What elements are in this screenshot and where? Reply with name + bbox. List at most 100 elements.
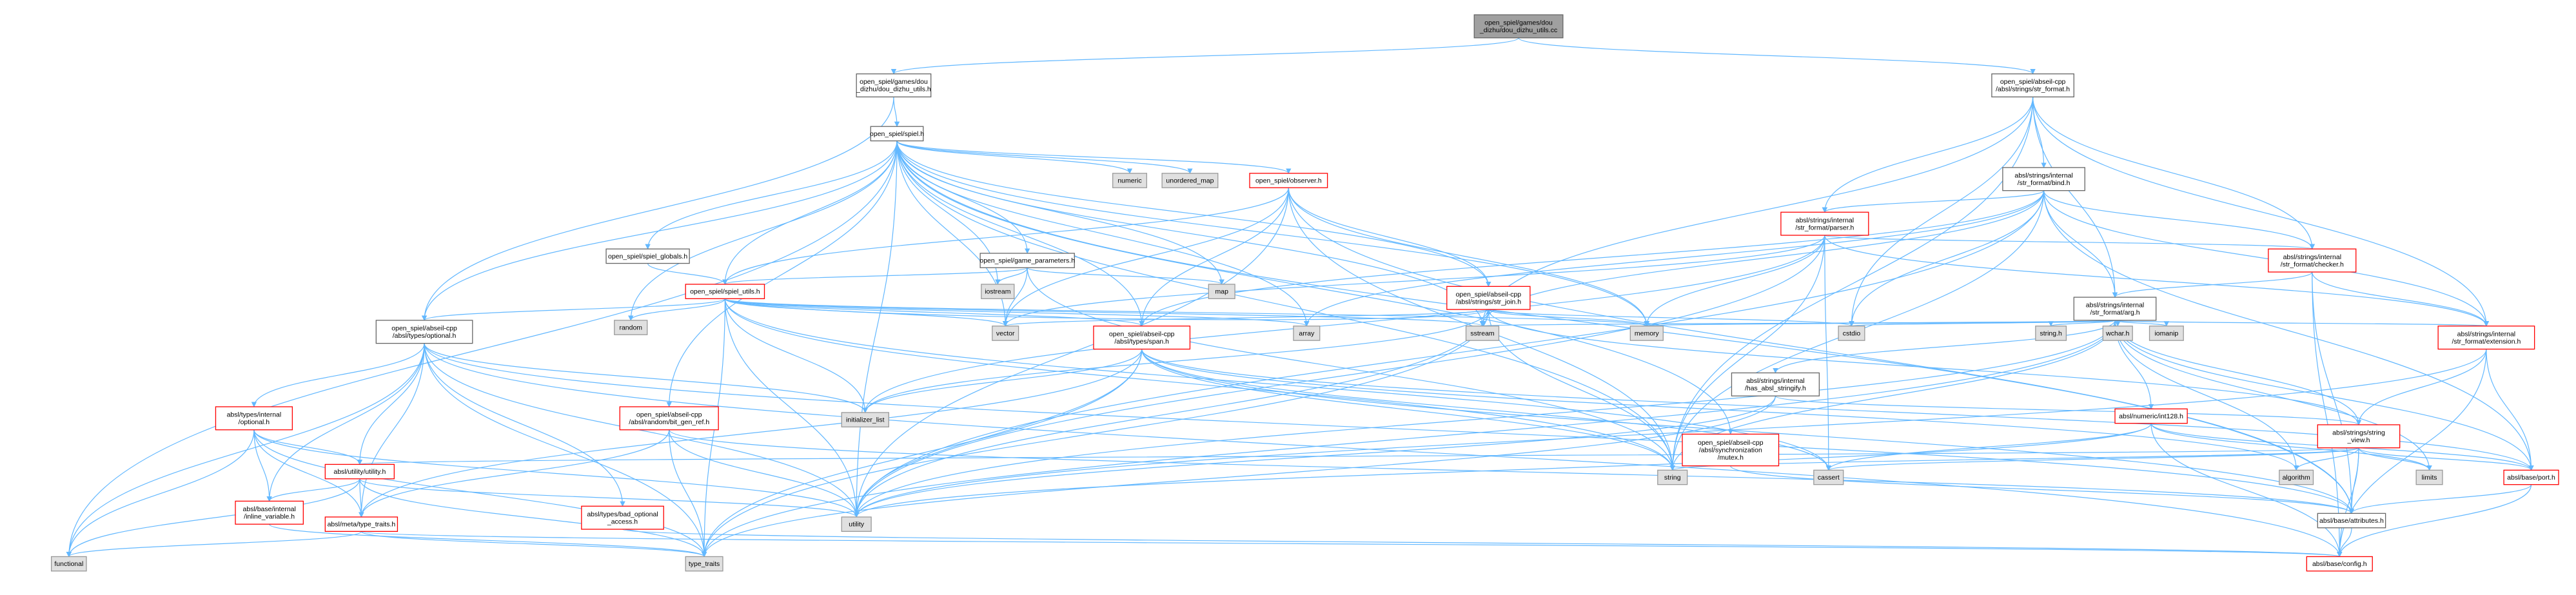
node-random[interactable]: random bbox=[614, 320, 648, 335]
node-arg-h[interactable]: absl/strings/internal/str_format/arg.h bbox=[2073, 297, 2157, 321]
node-cstdio[interactable]: cstdio bbox=[1838, 326, 1865, 341]
node-wchar-h[interactable]: wchar.h bbox=[2102, 326, 2133, 341]
node-label-line: sstream bbox=[1470, 329, 1495, 337]
edge-observer_h-to-attributes_h bbox=[1288, 188, 2355, 514]
node-mutex-h[interactable]: open_spiel/abseil-cpp/absl/synchronizati… bbox=[1682, 433, 1780, 467]
node-label-line: open_spiel/games/dou bbox=[1484, 19, 1553, 27]
node-functional[interactable]: functional bbox=[50, 556, 87, 572]
node-string-h[interactable]: string.h bbox=[2035, 326, 2067, 341]
nodes-layer: open_spiel/games/dou_dizhu/dou_dizhu_uti… bbox=[50, 14, 2559, 572]
edge-spiel_h-to-spiel_globals bbox=[645, 141, 898, 250]
node-spiel-globals[interactable]: open_spiel/spiel_globals.h bbox=[605, 248, 690, 264]
node-box bbox=[2114, 408, 2188, 424]
node-label-line: unordered_map bbox=[1166, 177, 1214, 185]
node-box bbox=[1465, 326, 1500, 341]
node-sstream[interactable]: sstream bbox=[1465, 326, 1500, 341]
node-unordered-map[interactable]: unordered_map bbox=[1161, 173, 1219, 188]
node-string[interactable]: string bbox=[1657, 469, 1688, 485]
node-array[interactable]: array bbox=[1293, 326, 1321, 341]
node-box bbox=[324, 463, 395, 480]
node-label-line: algorithm bbox=[2283, 474, 2310, 482]
edge-spiel_h-to-array bbox=[896, 141, 1310, 327]
node-label-line: /inline_variable.h bbox=[244, 513, 295, 521]
edge-root-to-ddu_h bbox=[891, 37, 1519, 75]
edge-parser_h-to-cassert bbox=[1824, 235, 1832, 471]
node-optional-h[interactable]: open_spiel/abseil-cpp/absl/types/optiona… bbox=[375, 320, 473, 344]
node-inline-variable[interactable]: absl/base/internal/inline_variable.h bbox=[235, 500, 304, 525]
node-bad-optional-access[interactable]: absl/types/bad_optional_access.h bbox=[581, 505, 664, 530]
node-root[interactable]: open_spiel/games/dou_dizhu/dou_dizhu_uti… bbox=[1473, 14, 1564, 39]
edge-spiel_h-to-string bbox=[896, 141, 1675, 471]
node-ddu-h[interactable]: open_spiel/games/dou_dizhu/dou_dizhu_uti… bbox=[856, 73, 932, 98]
edge-span_h-to-type_traits_h bbox=[359, 349, 1143, 518]
node-box bbox=[619, 406, 719, 431]
node-iomanip[interactable]: iomanip bbox=[2148, 326, 2184, 341]
edge-observer_h-to-memory bbox=[1288, 188, 1649, 327]
node-box bbox=[605, 248, 690, 264]
node-str-join[interactable]: open_spiel/abseil-cpp/absl/strings/str_j… bbox=[1446, 286, 1531, 310]
node-vector[interactable]: vector bbox=[992, 326, 1019, 341]
edge-span_h-to-string bbox=[1141, 349, 1675, 471]
edge-spiel_h-to-observer_h bbox=[896, 141, 1292, 174]
node-span-h[interactable]: open_spiel/abseil-cpp/absl/types/span.h bbox=[1093, 326, 1191, 350]
node-iostream[interactable]: iostream bbox=[981, 284, 1015, 299]
node-utility-h[interactable]: absl/utility/utility.h bbox=[324, 463, 395, 480]
node-label-line: absl/strings/internal bbox=[2014, 172, 2072, 180]
node-bind-h[interactable]: absl/strings/internal/str_format/bind.h bbox=[2002, 167, 2085, 191]
node-string-view-h[interactable]: absl/strings/string_view.h bbox=[2317, 424, 2401, 449]
node-game-parameters[interactable]: open_spiel/game_parameters.h bbox=[979, 253, 1075, 268]
edge-optional_h-to-type_traits bbox=[424, 343, 707, 558]
node-extension-h[interactable]: absl/strings/internal/str_format/extensi… bbox=[2437, 326, 2535, 350]
node-box bbox=[981, 284, 1015, 299]
node-int128-h[interactable]: absl/numeric/int128.h bbox=[2114, 408, 2188, 424]
node-utility[interactable]: utility bbox=[841, 516, 872, 532]
edge-types_internal_optional-to-inline_variable bbox=[253, 429, 272, 502]
edge-types_internal_optional-to-type_traits_h bbox=[253, 429, 364, 518]
edge-game_parameters-to-iostream bbox=[995, 268, 1028, 285]
node-map[interactable]: map bbox=[1208, 284, 1235, 299]
node-box bbox=[1293, 326, 1321, 341]
node-label-line: /str_format/bind.h bbox=[2018, 179, 2070, 187]
edge-observer_h-to-utility bbox=[854, 188, 1289, 518]
node-spiel-utils[interactable]: open_spiel/spiel_utils.h bbox=[685, 284, 765, 299]
node-box bbox=[1446, 286, 1531, 310]
edge-utility_h-to-inline_variable bbox=[266, 478, 360, 502]
node-checker-h[interactable]: absl/strings/internal/str_format/checker… bbox=[2268, 248, 2357, 273]
node-types-internal-optional[interactable]: absl/types/internal/optional.h bbox=[215, 406, 293, 431]
edge-parser_h-to-string bbox=[1669, 235, 1825, 471]
node-port-h[interactable]: absl/base/port.h bbox=[2503, 469, 2559, 485]
node-observer-h[interactable]: open_spiel/observer.h bbox=[1249, 173, 1328, 188]
node-box bbox=[1161, 173, 1219, 188]
node-type-traits[interactable]: type_traits bbox=[685, 556, 723, 572]
edge-optional_h-to-inline_variable bbox=[266, 343, 425, 502]
node-attributes-h[interactable]: absl/base/attributes.h bbox=[2317, 512, 2386, 529]
node-has-absl-stringify[interactable]: absl/strings/internal/has_absl_stringify… bbox=[1731, 372, 1820, 396]
node-label-line: open_spiel/spiel.h bbox=[870, 130, 924, 138]
node-label-line: /absl/strings/str_join.h bbox=[1456, 298, 1522, 306]
node-label-line: /str_format/parser.h bbox=[1795, 224, 1854, 231]
node-limits[interactable]: limits bbox=[2415, 469, 2443, 485]
node-algorithm[interactable]: algorithm bbox=[2279, 469, 2314, 485]
node-label-line: iostream bbox=[985, 288, 1011, 296]
node-label-line: open_spiel/spiel_utils.h bbox=[690, 288, 760, 296]
node-config-h[interactable]: absl/base/config.h bbox=[2306, 556, 2373, 572]
node-memory[interactable]: memory bbox=[1629, 326, 1664, 341]
node-label-line: map bbox=[1215, 288, 1229, 296]
node-bit-gen-ref[interactable]: open_spiel/abseil-cpp/absl/random/bit_ge… bbox=[619, 406, 719, 431]
node-type-traits-h[interactable]: absl/meta/type_traits.h bbox=[324, 516, 398, 532]
node-label-line: array bbox=[1299, 329, 1315, 337]
node-box bbox=[1473, 14, 1564, 39]
node-str-format-h[interactable]: open_spiel/abseil-cpp/absl/strings/str_f… bbox=[1991, 73, 2074, 98]
edge-spiel_h-to-random bbox=[628, 141, 898, 321]
node-parser-h[interactable]: absl/strings/internal/str_format/parser.… bbox=[1780, 211, 1869, 236]
node-cassert[interactable]: cassert bbox=[1813, 469, 1844, 485]
edge-root-to-str_format_h bbox=[1518, 37, 2036, 75]
edge-bind_h-to-extension_h bbox=[2043, 190, 2490, 327]
node-spiel-h[interactable]: open_spiel/spiel.h bbox=[870, 126, 924, 142]
node-label-line: absl/numeric/int128.h bbox=[2119, 413, 2183, 420]
node-label-line: open_spiel/abseil-cpp bbox=[391, 324, 457, 332]
node-label-line: memory bbox=[1635, 329, 1660, 337]
edge-spiel_h-to-optional_h bbox=[421, 141, 898, 321]
node-initializer-list[interactable]: initializer_list bbox=[841, 412, 889, 427]
node-numeric[interactable]: numeric bbox=[1112, 173, 1148, 188]
